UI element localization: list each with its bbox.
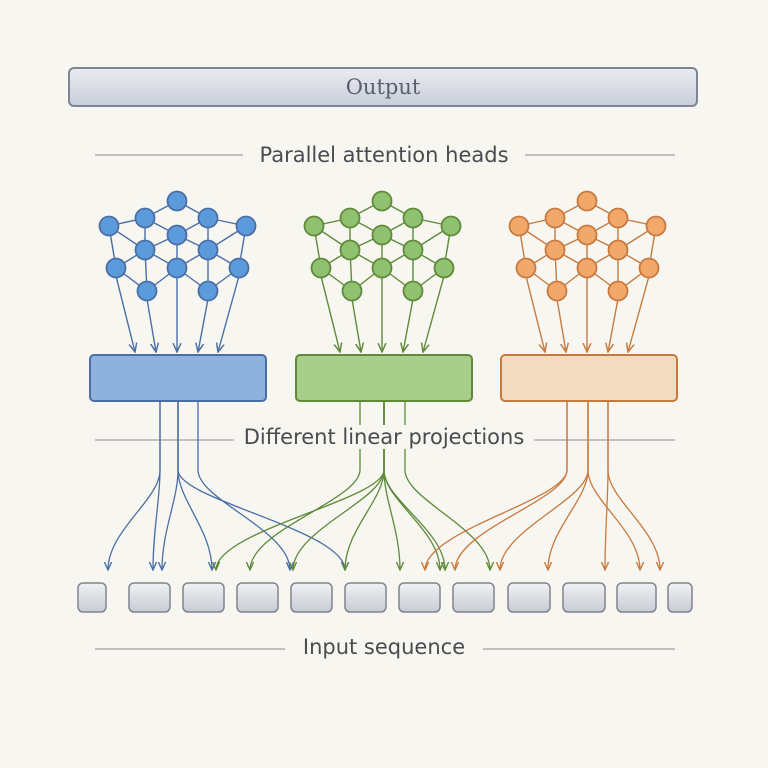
- projection-arrow: [525, 275, 545, 352]
- network-node: [166, 257, 188, 279]
- token-arrow: [108, 401, 161, 570]
- network-node: [166, 190, 188, 212]
- projection-box: [500, 354, 678, 402]
- token-arrow: [162, 401, 179, 570]
- linear-projections-label: Different linear projections: [234, 425, 534, 449]
- token-arrow: [177, 401, 212, 570]
- network-node: [166, 224, 188, 246]
- projection-box: [89, 354, 267, 402]
- attention-head-2: [216, 190, 490, 571]
- input-sequence-label: Input sequence: [302, 635, 466, 659]
- network-node: [98, 215, 120, 237]
- parallel-heads-label: Parallel attention heads: [259, 143, 509, 167]
- projection-arrow: [423, 275, 445, 352]
- output-label: Output: [345, 75, 421, 99]
- input-token: [398, 582, 441, 613]
- input-token: [128, 582, 171, 613]
- network-node: [371, 190, 393, 212]
- network-node: [402, 239, 424, 261]
- projection-arrow: [403, 298, 414, 352]
- token-arrow: [293, 401, 385, 570]
- projection-arrow: [115, 275, 135, 352]
- input-token: [452, 582, 495, 613]
- network-node: [134, 239, 156, 261]
- network-node: [544, 207, 566, 229]
- projection-arrow: [146, 298, 156, 352]
- network-node: [339, 239, 361, 261]
- token-arrow: [177, 401, 345, 570]
- token-arrow: [153, 401, 161, 570]
- attention-head-3: [425, 190, 678, 571]
- input-token: [77, 582, 107, 613]
- network-node: [134, 207, 156, 229]
- output-box: Output: [68, 67, 698, 107]
- input-token: [667, 582, 693, 613]
- network-node: [645, 215, 667, 237]
- projection-arrow: [218, 275, 240, 352]
- network-node: [607, 239, 629, 261]
- network-node: [638, 257, 660, 279]
- projection-arrow: [320, 275, 340, 352]
- projection-arrow: [608, 298, 619, 352]
- token-arrow: [500, 401, 589, 570]
- network-node: [607, 207, 629, 229]
- token-arrow: [548, 401, 589, 570]
- token-arrow: [197, 401, 290, 570]
- projection-box: [295, 354, 473, 402]
- network-node: [546, 280, 568, 302]
- network-node: [402, 207, 424, 229]
- input-token: [344, 582, 387, 613]
- input-token: [182, 582, 225, 613]
- network-node: [440, 215, 462, 237]
- network-node: [310, 257, 332, 279]
- network-node: [105, 257, 127, 279]
- network-node: [433, 257, 455, 279]
- input-token: [290, 582, 333, 613]
- token-arrow: [216, 401, 385, 570]
- network-node: [303, 215, 325, 237]
- token-arrow: [587, 401, 640, 570]
- network-node: [371, 257, 393, 279]
- attention-head-1: [89, 190, 345, 571]
- network-node: [402, 280, 424, 302]
- network-node: [576, 190, 598, 212]
- network-node: [371, 224, 393, 246]
- network-node: [544, 239, 566, 261]
- network-node: [576, 224, 598, 246]
- network-node: [136, 280, 158, 302]
- network-node: [197, 280, 219, 302]
- input-token: [616, 582, 657, 613]
- projection-arrow: [628, 275, 650, 352]
- token-arrow: [607, 401, 660, 570]
- projection-arrow: [351, 298, 361, 352]
- input-token: [562, 582, 606, 613]
- network-node: [341, 280, 363, 302]
- projection-arrow: [556, 298, 566, 352]
- input-token: [507, 582, 551, 613]
- projection-arrow: [198, 298, 209, 352]
- network-node: [339, 207, 361, 229]
- network-node: [576, 257, 598, 279]
- network-node: [197, 239, 219, 261]
- token-arrow: [455, 401, 568, 570]
- token-arrow: [383, 401, 440, 570]
- network-node: [508, 215, 530, 237]
- network-node: [235, 215, 257, 237]
- network-node: [228, 257, 250, 279]
- network-node: [607, 280, 629, 302]
- network-node: [515, 257, 537, 279]
- token-arrow: [250, 401, 361, 570]
- input-token: [236, 582, 279, 613]
- token-arrow: [404, 401, 490, 570]
- network-node: [197, 207, 219, 229]
